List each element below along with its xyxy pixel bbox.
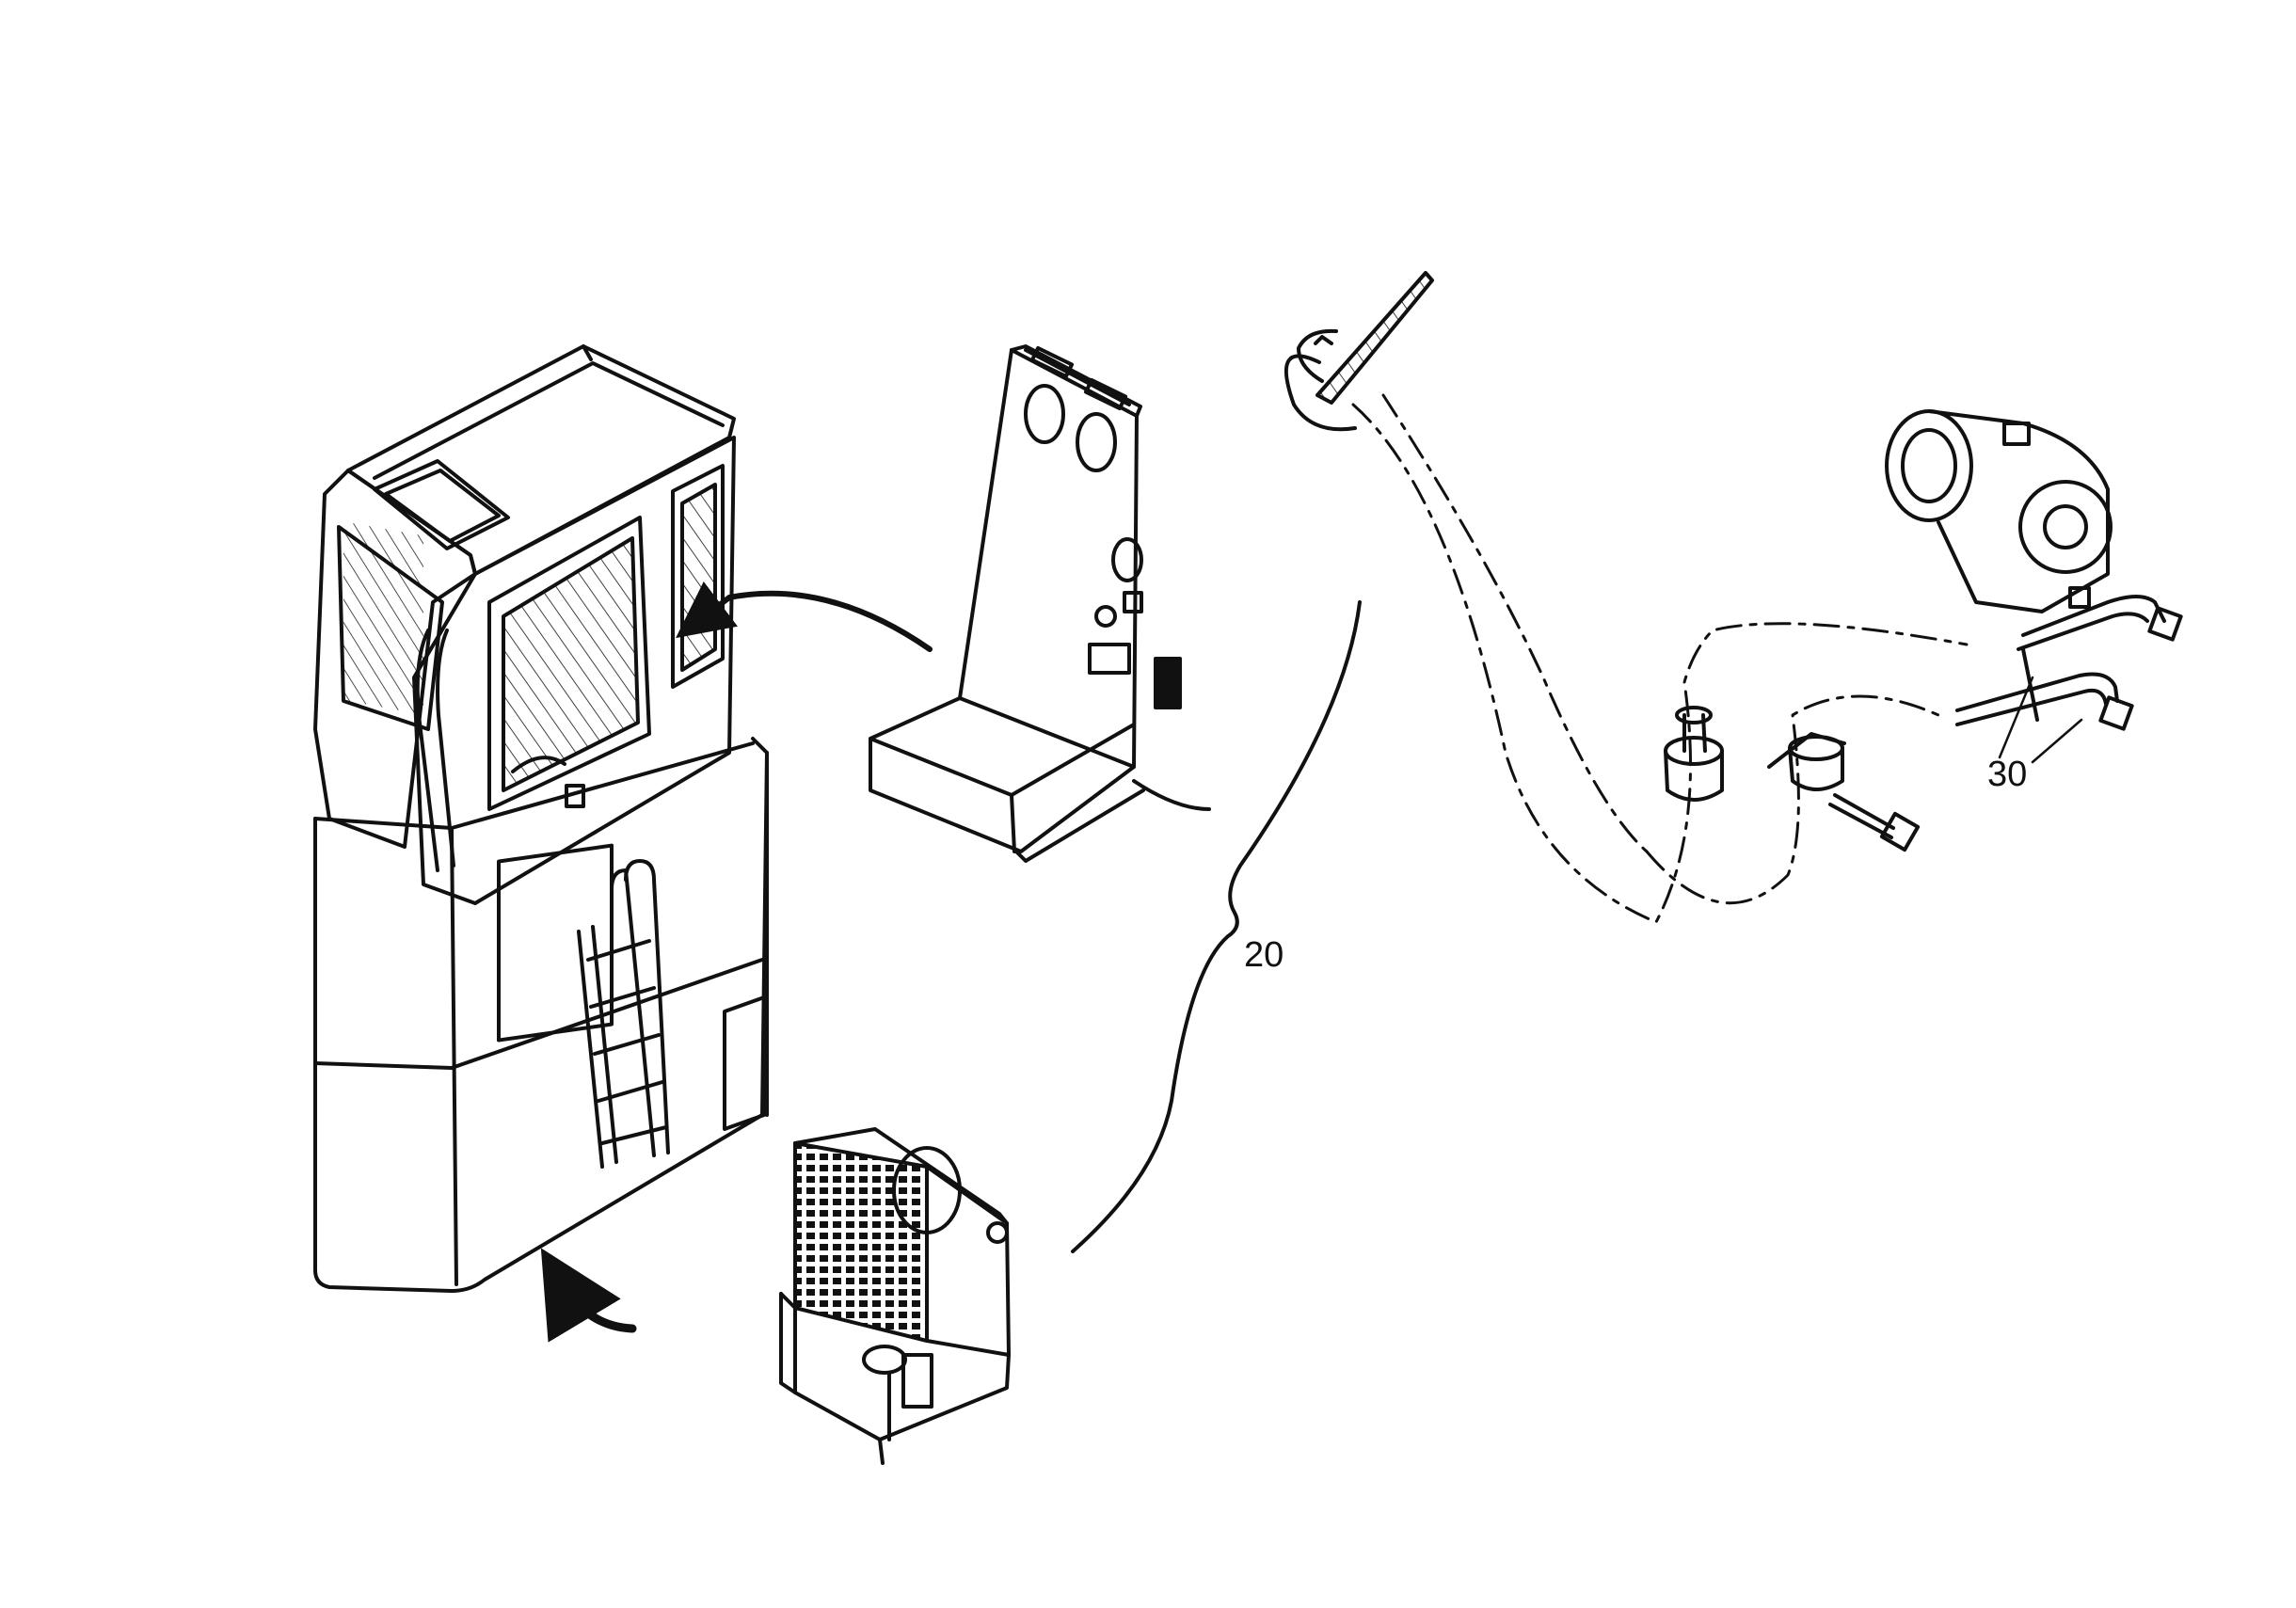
hose-clamp	[1284, 335, 1357, 432]
callout-label-30: 30	[1987, 755, 2028, 794]
hose-routing-dashed	[1351, 393, 1969, 924]
access-ladder	[577, 859, 670, 1169]
refrigerant-hose-30[interactable]	[1955, 595, 2183, 731]
operator-seat-panel	[869, 344, 1211, 863]
electrical-cable-20[interactable]	[1071, 600, 1362, 1253]
ac-compressor	[1885, 409, 2113, 613]
machine-cab	[313, 344, 736, 905]
callout-label-20: 20	[1244, 935, 1284, 975]
cab-removal-arrow	[676, 581, 933, 652]
base-removal-arrow	[540, 1248, 637, 1343]
grommet	[1664, 706, 1846, 802]
bolt	[1828, 793, 1921, 852]
machine-base-body	[313, 737, 769, 1293]
cable-tie	[1297, 271, 1434, 405]
callout-30-leaders	[1998, 676, 2083, 764]
condenser-unit	[779, 1127, 1011, 1465]
